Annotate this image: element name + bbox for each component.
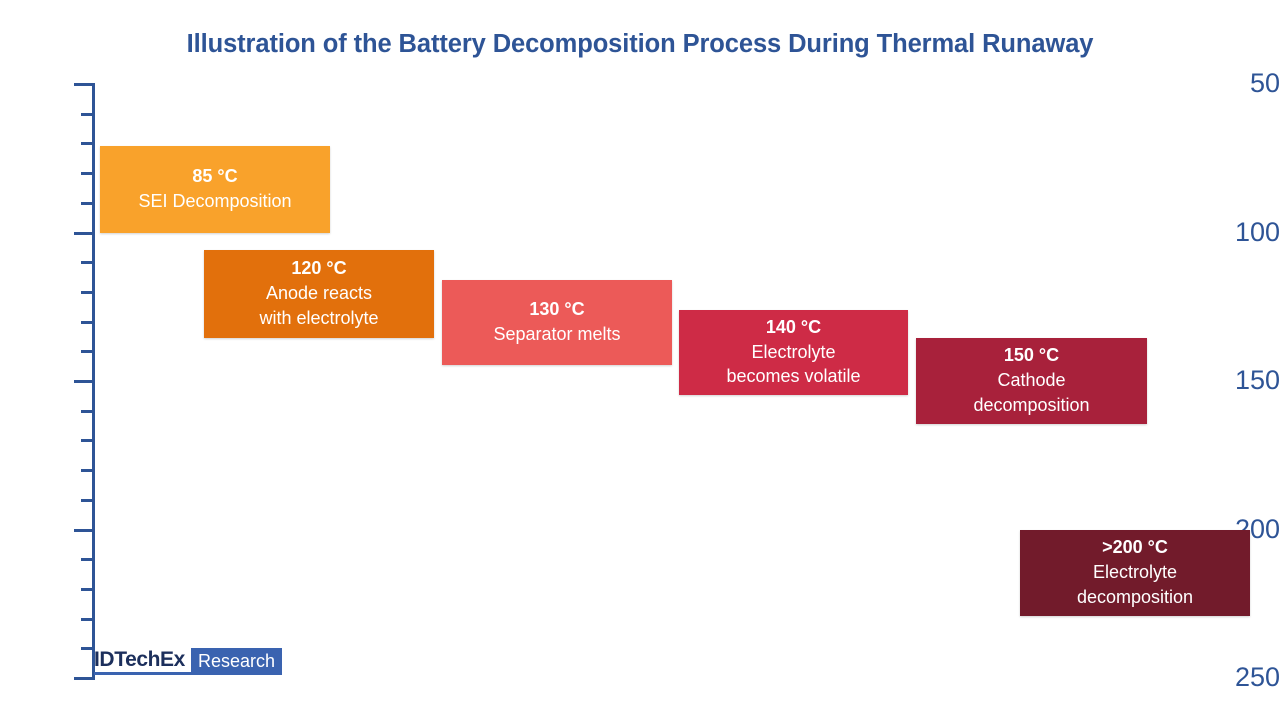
y-axis-minor-tick bbox=[81, 469, 95, 473]
step-temperature-label: 85 °C bbox=[192, 166, 238, 187]
y-axis-minor-tick bbox=[81, 617, 95, 621]
step-box-3[interactable]: 130 °C Separator melts bbox=[442, 280, 672, 365]
y-axis-major-tick bbox=[74, 231, 95, 235]
y-axis-major-tick bbox=[74, 380, 95, 383]
step-box-6[interactable]: >200 °C Electrolyte decomposition bbox=[1020, 530, 1250, 616]
page-title: Illustration of the Battery Decompositio… bbox=[186, 30, 1094, 58]
step-temperature-label: 140 °C bbox=[765, 316, 822, 337]
step-box-1[interactable]: 85 °C SEI Decomposition bbox=[100, 146, 330, 233]
y-axis-major-tick bbox=[74, 677, 95, 680]
y-axis-minor-tick bbox=[81, 587, 95, 591]
y-axis-minor-tick bbox=[81, 647, 95, 651]
idtechex-logo: IDTechEx Research bbox=[94, 648, 282, 675]
step-temperature-label: 130 °C bbox=[529, 299, 585, 320]
y-axis-minor-tick bbox=[81, 439, 95, 443]
y-axis-label-50: 50 bbox=[1249, 68, 1280, 98]
y-axis-minor-tick bbox=[81, 290, 95, 294]
step-temperature-label: >200 °C bbox=[1102, 537, 1168, 558]
y-axis-label-150: 150 bbox=[1234, 365, 1280, 395]
y-axis-minor-tick bbox=[81, 558, 95, 562]
step-temperature-label: 150 °C bbox=[1003, 345, 1060, 366]
step-description-label: Electrolyte becomes volatile bbox=[726, 341, 861, 387]
step-box-4[interactable]: 140 °C Electrolyte becomes volatile bbox=[679, 310, 908, 395]
logo-research-badge: Research bbox=[190, 648, 282, 675]
y-axis-minor-tick bbox=[81, 142, 95, 146]
y-axis-minor-tick bbox=[81, 172, 95, 176]
step-description-label: Electrolyte decomposition bbox=[1076, 562, 1194, 607]
step-description-label: Separator melts bbox=[493, 324, 621, 345]
step-description-label: Anode reacts with electrolyte bbox=[259, 283, 379, 328]
y-axis-minor-tick bbox=[81, 201, 95, 205]
step-description-label: Cathode decomposition bbox=[973, 370, 1090, 415]
y-axis-minor-tick bbox=[81, 350, 95, 354]
y-axis-label-250: 250 bbox=[1234, 662, 1280, 692]
y-axis-minor-tick bbox=[81, 409, 95, 413]
step-temperature-label: 120 °C bbox=[291, 258, 347, 279]
y-axis-minor-tick bbox=[81, 261, 95, 265]
logo-wordmark: IDTechEx bbox=[94, 648, 191, 675]
y-axis-minor-tick bbox=[81, 498, 95, 502]
step-description-label: SEI Decomposition bbox=[138, 191, 292, 212]
y-axis-label-100: 100 bbox=[1234, 216, 1280, 247]
y-axis-major-tick bbox=[74, 83, 95, 86]
y-axis-minor-tick bbox=[81, 112, 95, 116]
step-box-2[interactable]: 120 °C Anode reacts with electrolyte bbox=[204, 250, 434, 338]
y-axis-major-tick bbox=[74, 528, 95, 532]
y-axis-minor-tick bbox=[81, 320, 95, 324]
step-box-5[interactable]: 150 °C Cathode decomposition bbox=[916, 338, 1147, 424]
